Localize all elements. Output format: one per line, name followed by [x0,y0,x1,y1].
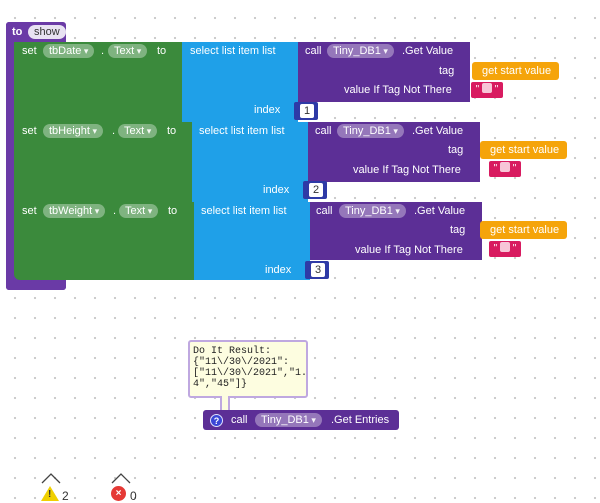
select-list-item-label: select list item list [199,125,285,137]
quote-left: " [475,84,480,95]
tag-value-block-1[interactable]: get start value [472,62,560,80]
db-component-dropdown-1[interactable]: Tiny_DB1 [327,44,394,58]
method-label: .Get Value [414,205,466,217]
warning-icon[interactable] [41,486,59,501]
result-line: {"11\/30\/2021": [193,357,290,368]
dot-separator: . [101,45,105,57]
call-keyword: call [305,45,322,57]
set-block-tbDate[interactable] [14,42,182,122]
index-label: index [263,184,290,196]
procedure-keyword: to [12,26,23,38]
empty-string-block-3[interactable]: " " [489,241,521,257]
component-dropdown-tbWeight[interactable]: tbWeight [43,204,106,218]
value-if-tag-label: value If Tag Not There [355,244,463,256]
call-keyword: call [231,414,248,426]
value-if-tag-label: value If Tag Not There [353,164,461,176]
set-keyword: set [22,125,37,137]
warnings-count: 2 [62,489,69,503]
db-component-dropdown-3[interactable]: Tiny_DB1 [339,204,406,218]
method-label: .Get Entries [331,414,390,426]
component-dropdown-tbHeight[interactable]: tbHeight [43,124,104,138]
method-label: .Get Value [412,125,464,137]
to-keyword: to [167,125,177,137]
string-field[interactable] [500,242,510,252]
procedure-name-field[interactable]: show [28,25,66,39]
set-keyword: set [22,45,37,57]
result-line: Do It Result: [193,346,272,357]
tag-value-block-3[interactable]: get start value [480,221,568,239]
to-keyword: to [157,45,167,57]
string-field[interactable] [500,162,510,172]
result-line: 4","45"]} [193,379,248,390]
tag-label: tag [450,224,466,236]
quote-left: " [493,163,498,174]
select-list-item-block-3[interactable] [194,202,310,280]
tag-label: tag [448,144,464,156]
select-list-item-label: select list item list [190,45,276,57]
help-icon[interactable]: ? [210,414,223,427]
property-dropdown-text-2[interactable]: Text [118,124,158,138]
index-number-field-3[interactable]: 3 [311,263,325,277]
result-line: ["11\/30\/2021","1. [193,368,308,379]
select-list-item-block-1[interactable] [182,42,298,122]
component-dropdown-tbDate[interactable]: tbDate [43,44,95,58]
dot-separator: . [112,125,116,137]
db-component-dropdown-2[interactable]: Tiny_DB1 [337,124,404,138]
do-it-result-tooltip: Do It Result: {"11\/30\/2021": ["11\/30\… [188,340,308,398]
empty-string-block-2[interactable]: " " [489,161,521,177]
call-keyword: call [316,205,333,217]
quote-right: " [512,163,517,174]
warnings-toggle-caret-icon[interactable] [41,472,61,484]
set-block-tbHeight[interactable] [14,122,192,202]
error-icon[interactable]: × [111,486,126,501]
value-if-tag-label: value If Tag Not There [344,84,452,96]
method-label: .Get Value [402,45,454,57]
property-dropdown-text-3[interactable]: Text [119,204,159,218]
index-label: index [254,104,281,116]
quote-right: " [494,84,499,95]
errors-toggle-caret-icon[interactable] [111,472,131,484]
tag-label: tag [439,65,455,77]
procedure-footer[interactable] [6,280,66,290]
db-component-dropdown-entries[interactable]: Tiny_DB1 [255,413,322,427]
quote-right: " [512,243,517,254]
to-keyword: to [168,205,178,217]
index-number-field-2[interactable]: 2 [309,183,323,197]
quote-left: " [493,243,498,254]
select-list-item-label: select list item list [201,205,287,217]
select-list-item-block-2[interactable] [192,122,308,202]
property-dropdown-text-1[interactable]: Text [108,44,148,58]
tooltip-pointer [220,396,230,410]
set-keyword: set [22,205,37,217]
errors-count: 0 [130,489,137,503]
call-keyword: call [315,125,332,137]
index-number-field-1[interactable]: 1 [300,104,314,118]
string-field[interactable] [482,83,492,93]
dot-separator: . [113,205,117,217]
index-label: index [265,264,292,276]
empty-string-block-1[interactable]: " " [471,82,503,98]
tag-value-block-2[interactable]: get start value [480,141,568,159]
